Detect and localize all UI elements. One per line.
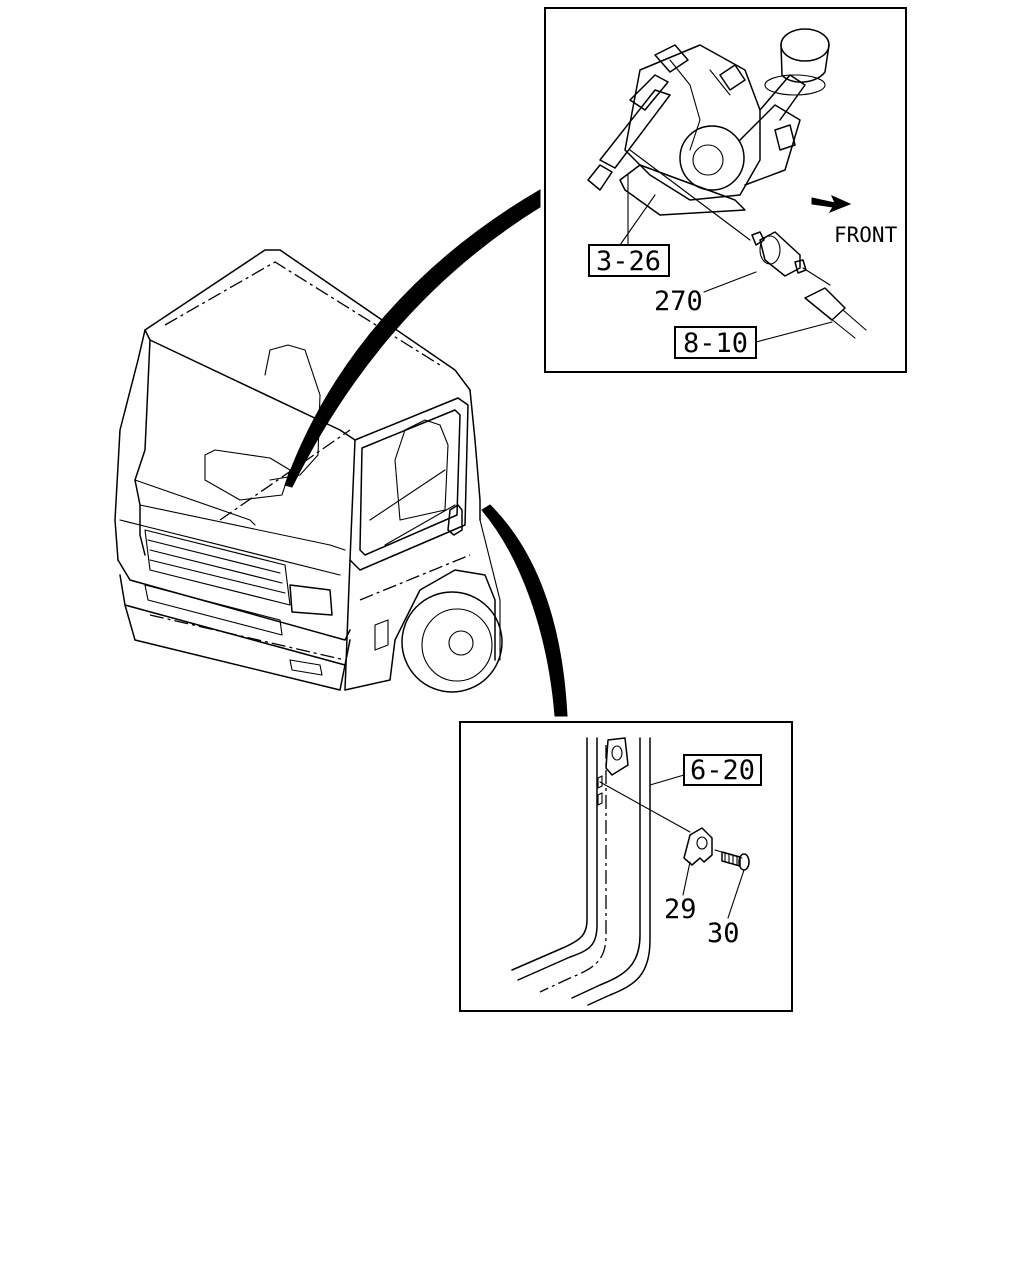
- front-direction-label: FRONT: [834, 223, 898, 247]
- part-label-270: 270: [654, 286, 703, 317]
- ref-box-label: 8-10: [683, 328, 748, 359]
- truck-cab-drawing: [114, 249, 503, 693]
- leader-line-8-10: [755, 321, 833, 343]
- part-label-29: 29: [664, 894, 697, 925]
- leader-line-270: [703, 271, 757, 293]
- leader-line-29: [682, 861, 691, 896]
- ref-box-label: 3-26: [596, 246, 661, 277]
- ref-box-3-26: [588, 244, 670, 277]
- door-pillar-drawing: [511, 737, 750, 1006]
- ref-box-6-20: [683, 754, 762, 786]
- callout-band-bottom: [481, 504, 568, 717]
- injection-pump-drawing: [587, 28, 830, 246]
- ref-box-label: 6-20: [690, 755, 755, 786]
- bracket-part-29: [683, 827, 713, 866]
- callout-band-top: [284, 189, 541, 488]
- connector-drawing: [804, 287, 867, 339]
- part-label-30: 30: [707, 918, 740, 949]
- leader-line-30: [727, 869, 745, 919]
- front-arrow-icon: [811, 195, 852, 214]
- inset-top-frame: [544, 7, 907, 373]
- pressure-sensor-part-270: [751, 231, 831, 286]
